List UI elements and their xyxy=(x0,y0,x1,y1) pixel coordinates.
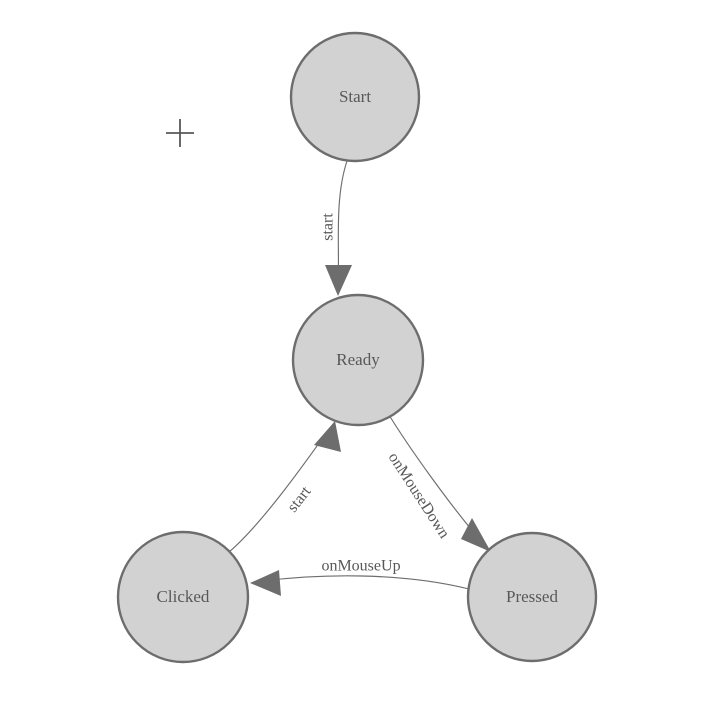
edge-label-onmousedown: onMouseDown xyxy=(385,450,453,542)
node-layer: Start Ready Clicked Pressed xyxy=(116,31,598,664)
arrowhead-icon xyxy=(461,518,491,552)
node-pressed[interactable]: Pressed xyxy=(466,531,598,663)
node-label-pressed: Pressed xyxy=(506,587,558,606)
node-clicked[interactable]: Clicked xyxy=(116,530,250,664)
node-circle-clicked[interactable] xyxy=(116,530,250,664)
edge-line[interactable] xyxy=(228,431,328,553)
node-circle-pressed[interactable] xyxy=(466,531,598,663)
edge-ready-to-pressed[interactable]: onMouseDown xyxy=(385,414,491,552)
node-label-ready: Ready xyxy=(336,350,380,369)
edge-line[interactable] xyxy=(337,160,348,282)
arrowhead-icon xyxy=(250,570,281,596)
crosshair-icon[interactable] xyxy=(166,119,194,147)
node-circle-start[interactable] xyxy=(289,31,421,163)
edge-start-to-ready[interactable]: start xyxy=(320,160,352,296)
node-start[interactable]: Start xyxy=(289,31,421,163)
edge-line[interactable] xyxy=(262,575,470,590)
node-circle-ready[interactable] xyxy=(291,293,425,427)
edge-pressed-to-clicked[interactable]: onMouseUp xyxy=(250,558,470,596)
arrowhead-icon xyxy=(325,265,352,296)
edge-label-start-2: start xyxy=(284,483,315,516)
edge-clicked-to-ready[interactable]: start xyxy=(228,421,341,553)
arrowhead-icon xyxy=(314,421,341,452)
node-label-clicked: Clicked xyxy=(157,587,210,606)
edge-label-onmouseup: onMouseUp xyxy=(321,558,400,575)
edge-label-start: start xyxy=(320,213,337,241)
node-ready[interactable]: Ready xyxy=(291,293,425,427)
node-label-start: Start xyxy=(339,87,371,106)
